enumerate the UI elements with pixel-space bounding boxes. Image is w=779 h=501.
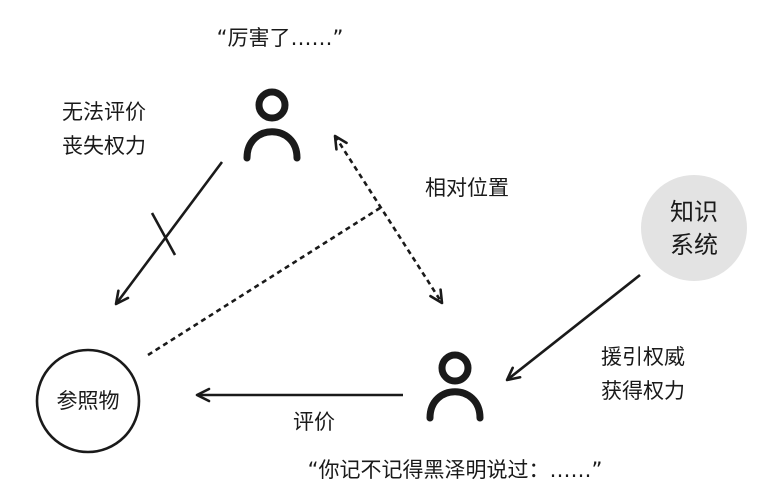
gain-power-label-line2: 获得权力	[601, 379, 685, 403]
lose-power-label-line1: 无法评价	[62, 100, 146, 124]
gain-power-label-line1: 援引权威	[601, 345, 685, 369]
lose-power-label-line2: 丧失权力	[62, 134, 146, 158]
top-quote: “厉害了……”	[216, 26, 344, 50]
reference-node-label: 参照物	[56, 389, 120, 413]
evaluate-label: 评价	[293, 410, 335, 434]
bottom-quote: “你记不记得黑泽明说过：……”	[307, 458, 603, 482]
knowledge-node-line2: 系统	[670, 231, 718, 259]
invoke-authority-arrow	[505, 273, 641, 382]
relative-position-dashed-line	[147, 206, 381, 357]
reference-node-circle	[35, 348, 141, 454]
lose-power-arrow	[114, 161, 224, 306]
blocked-slash	[150, 212, 177, 256]
knowledge-system-node-circle	[641, 175, 747, 281]
relative-position-label: 相对位置	[425, 176, 509, 200]
knowledge-node-line1: 知识	[670, 198, 718, 226]
relative-position-double-arrow	[333, 134, 444, 305]
bottom-person-icon	[426, 351, 484, 422]
top-person-icon	[243, 88, 301, 162]
